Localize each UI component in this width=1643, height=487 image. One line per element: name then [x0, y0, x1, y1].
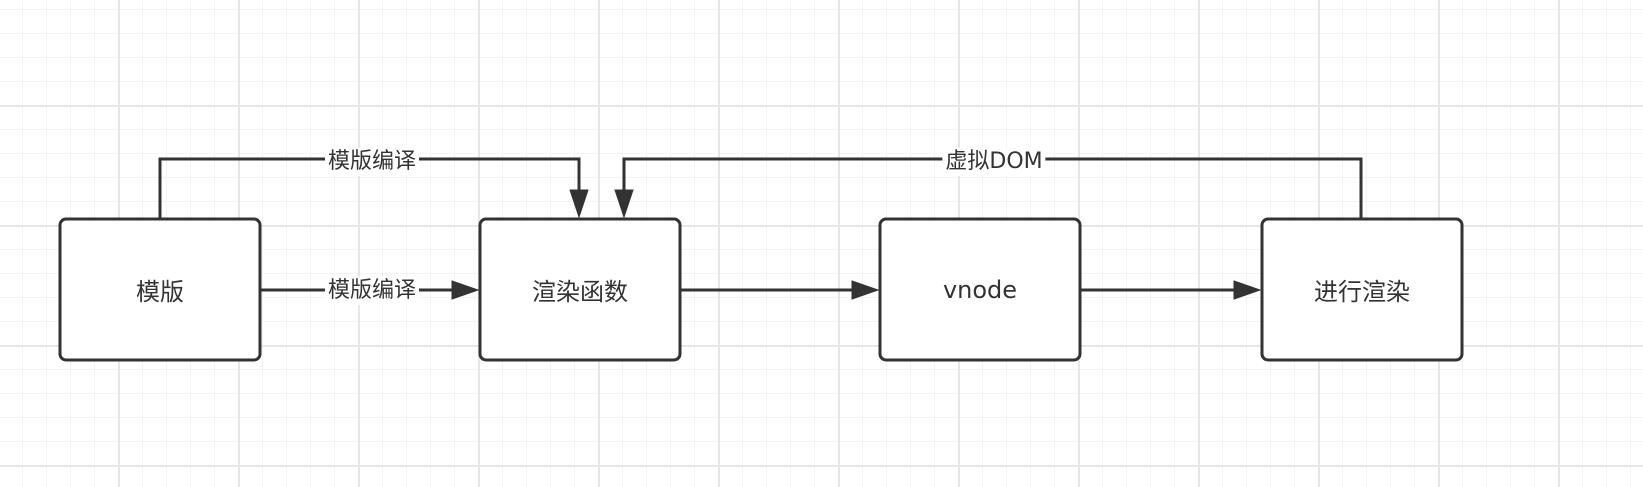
arrowhead-compile-top [569, 189, 589, 219]
arrowhead-vnode-to-render [1233, 280, 1262, 300]
arrowhead-compile-direct [451, 280, 480, 300]
node-box-perform-render[interactable] [1260, 217, 1464, 362]
node-box-vnode[interactable] [878, 217, 1082, 362]
node-label-vnode: vnode [942, 275, 1018, 304]
arrowhead-virtual-dom-back [614, 189, 634, 219]
edge-label-compile-top: 模版编译 [324, 148, 420, 176]
edge-label-compile-direct: 模版编译 [324, 277, 420, 305]
edge-label-virtual-dom-back: 虚拟DOM [942, 148, 1046, 176]
node-label-render-function: 渲染函数 [532, 278, 628, 306]
node-box-template[interactable] [58, 217, 262, 362]
node-label-template: 模版 [136, 278, 184, 306]
node-label-perform-render: 进行渲染 [1314, 278, 1410, 306]
arrowhead-render-to-vnode [851, 280, 880, 300]
node-box-render-function[interactable] [478, 217, 682, 362]
